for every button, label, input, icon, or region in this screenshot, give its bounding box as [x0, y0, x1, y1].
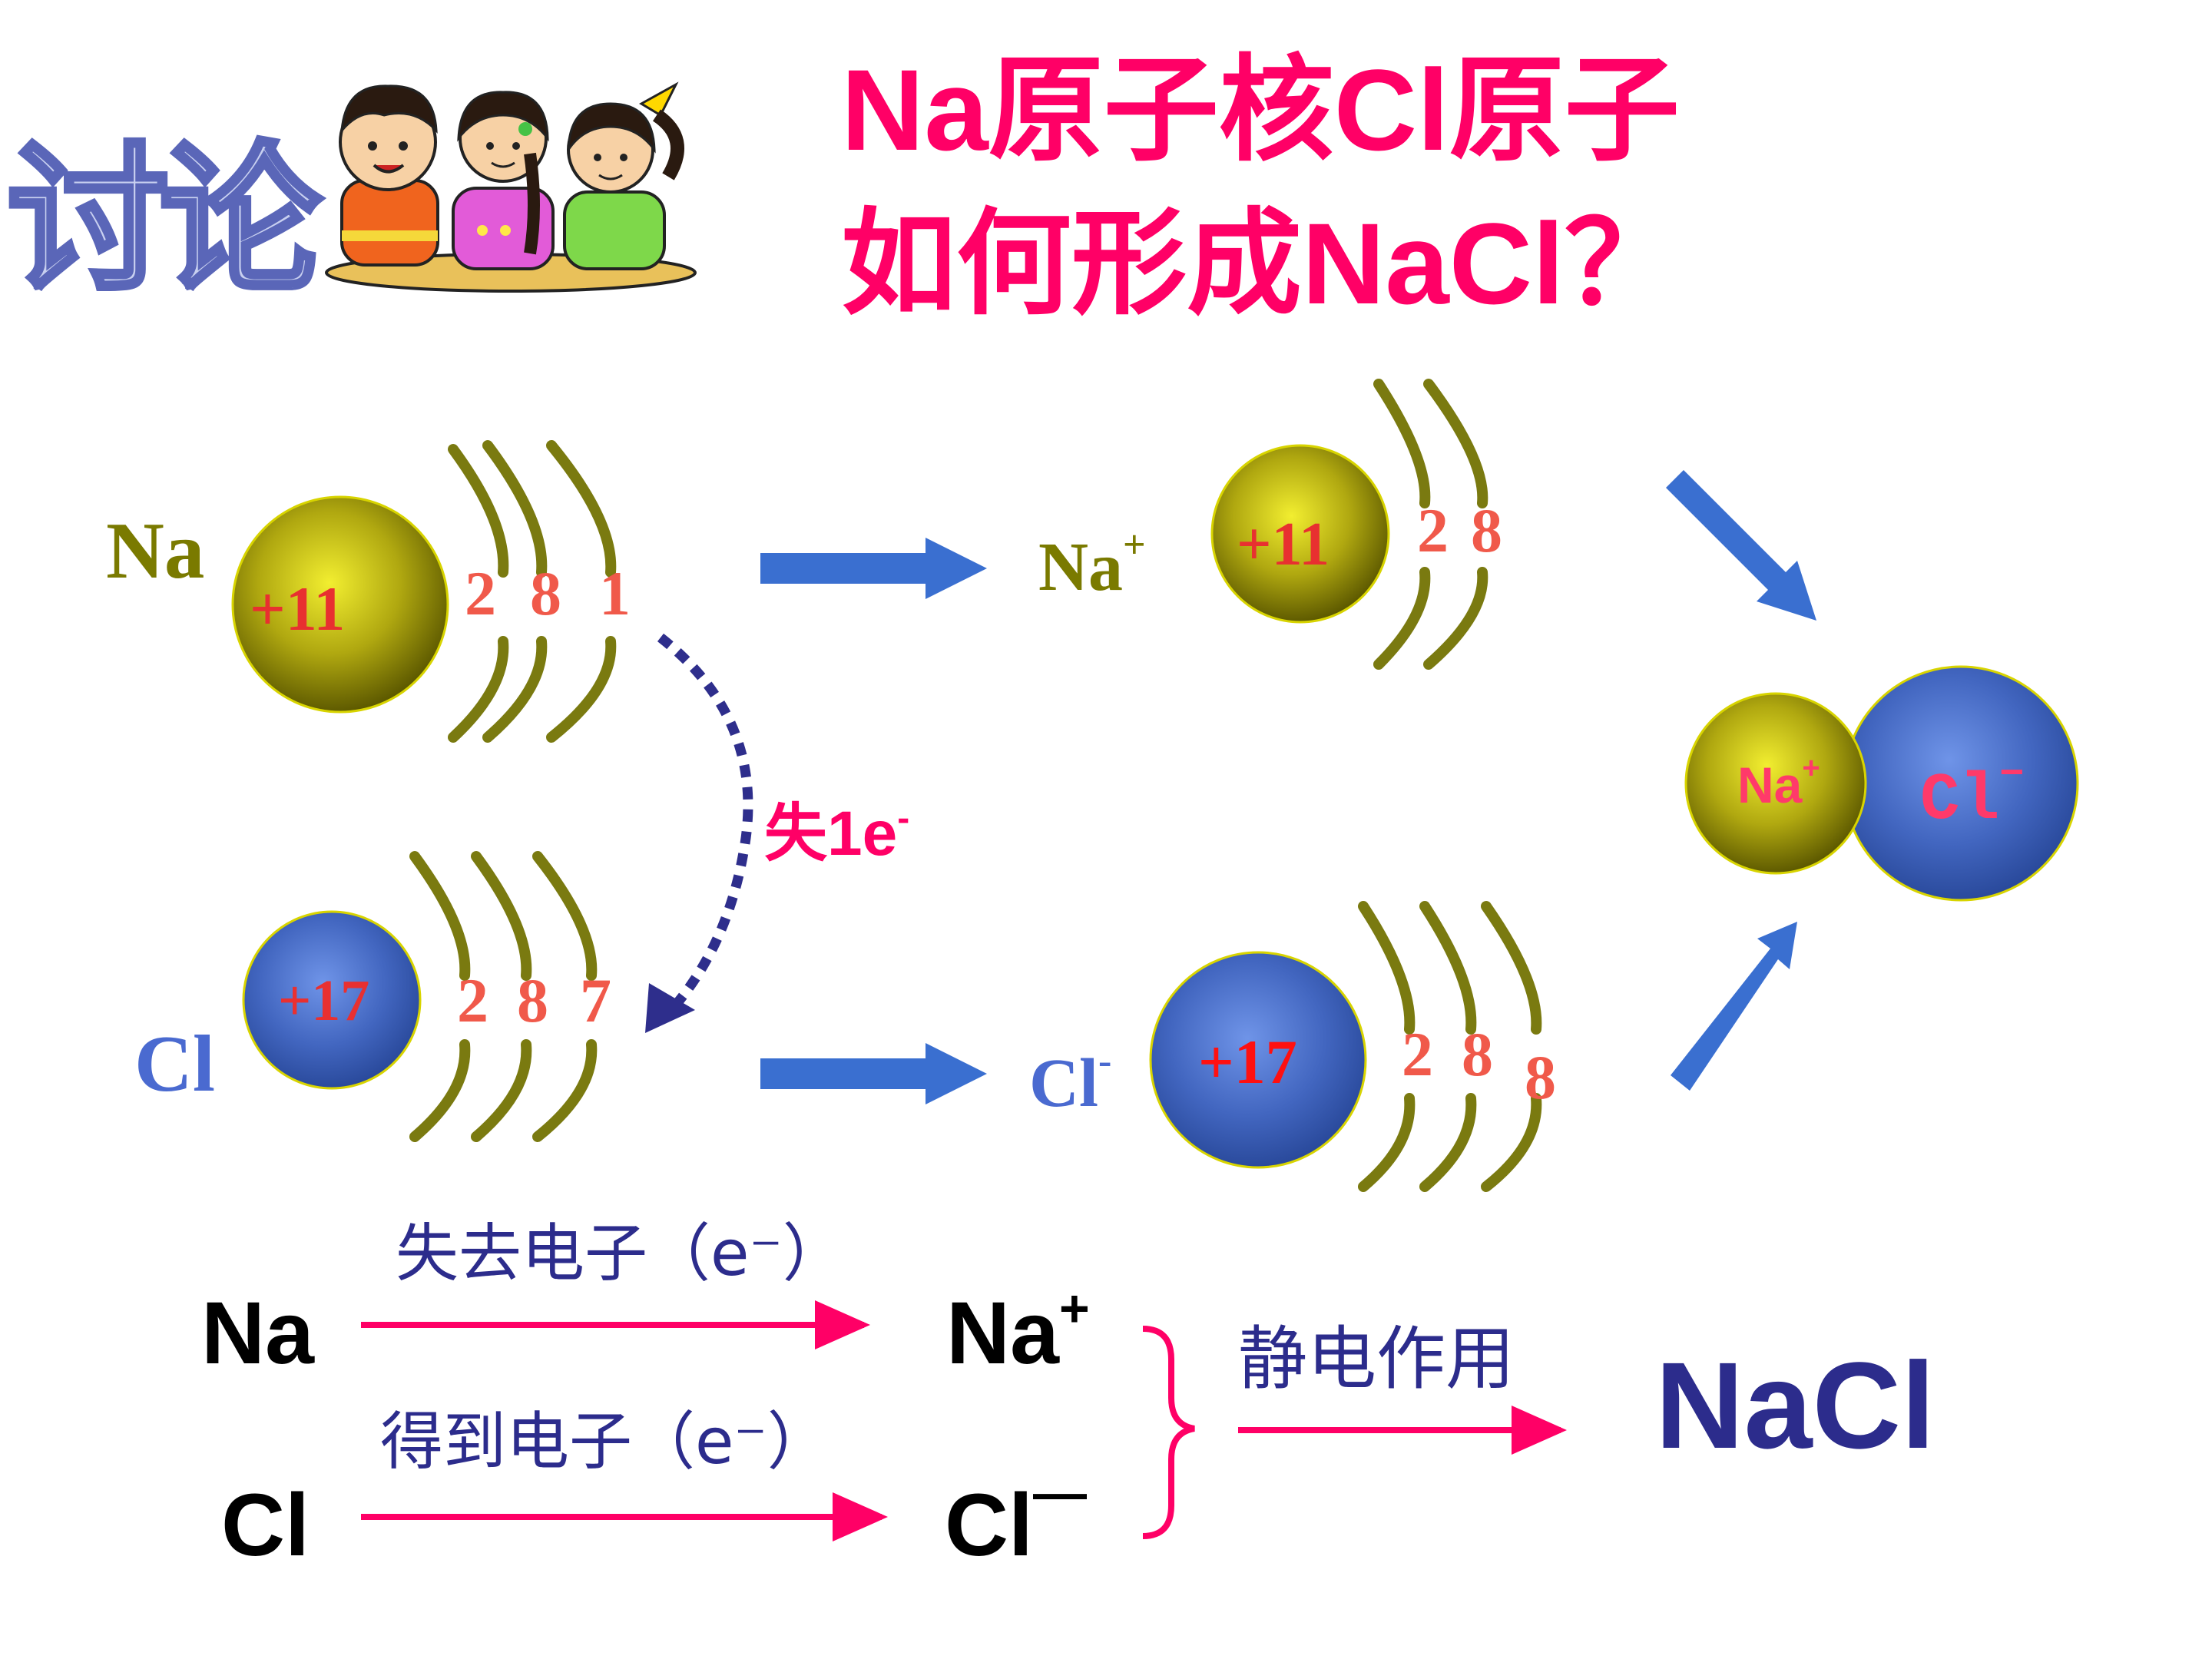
cl-nucleus-charge: +17 [278, 969, 369, 1033]
na-nucleus [231, 495, 449, 714]
cl-ion-nucleus-charge: +17 [1198, 1027, 1297, 1097]
discuss-title: 讨论 [8, 127, 322, 315]
electron-transfer-arrow [657, 633, 753, 1022]
compound-na-ion [1684, 692, 1867, 875]
question-line-2: 如何形成NaCl？ [841, 199, 1680, 328]
cl-ion-shell-2: 8 [1462, 1019, 1493, 1089]
na-shell-1: 2 [465, 558, 496, 628]
na-atom-symbol: Na [106, 505, 204, 595]
eq-cl: Cl [221, 1476, 310, 1575]
cl-atom-symbol: Cl [134, 1018, 215, 1108]
electron-transfer-label: 失1e- [764, 798, 909, 869]
na-ion-electron-shells [1373, 379, 1488, 670]
na-ion-nucleus [1210, 444, 1390, 624]
eq-brace [1142, 1326, 1195, 1539]
eq-gain-electron-label: 得到电子（e⁻） [380, 1406, 830, 1479]
cl-ion-to-compound-arrow [1671, 922, 1797, 1091]
cl-ion-symbol: Cl- [1029, 1039, 1111, 1121]
eq-cl-ion: Cl— [945, 1462, 1087, 1575]
na-nucleus-charge: +11 [250, 574, 345, 644]
cl-shell-1: 2 [457, 965, 488, 1035]
children-illustration [325, 81, 697, 293]
cl-ion-electron-shells [1358, 901, 1542, 1192]
cl-ion-shell-1: 2 [1402, 1019, 1433, 1089]
cl-electron-shells [409, 851, 598, 1142]
na-ion-shell-2: 8 [1471, 495, 1502, 565]
na-electron-shells [448, 440, 617, 743]
question-line-1: Na原子核Cl原子 [841, 45, 1680, 174]
eq-lose-electron-label: 失去电子（e⁻） [396, 1217, 846, 1290]
eq-na-ion: Na+ [946, 1280, 1090, 1382]
cl-nucleus [242, 910, 422, 1090]
compound-na-label: Na+ [1737, 751, 1820, 813]
eq-product: NaCl [1655, 1336, 1936, 1474]
electron-transfer-arrowhead [645, 983, 695, 1033]
cl-shell-2: 8 [517, 965, 548, 1035]
eq-static-label: 静电作用 [1238, 1319, 1515, 1399]
cl-to-ion-arrow [760, 1043, 987, 1104]
na-ion-shell-1: 2 [1417, 495, 1449, 565]
na-to-ion-arrow [760, 538, 987, 599]
compound-cl-label: Cl− [1920, 752, 2025, 838]
na-shell-3: 1 [599, 558, 631, 628]
cl-shell-3: 7 [580, 965, 611, 1035]
na-ion-nucleus-charge: +11 [1237, 511, 1330, 578]
na-ion-to-compound-arrow [1666, 470, 1816, 621]
na-ion-symbol: Na+ [1038, 523, 1146, 605]
cl-ion-nucleus [1149, 951, 1367, 1169]
eq-na: Na [201, 1284, 315, 1382]
na-shell-2: 8 [530, 558, 561, 628]
cl-ion-shell-3: 8 [1525, 1042, 1556, 1112]
